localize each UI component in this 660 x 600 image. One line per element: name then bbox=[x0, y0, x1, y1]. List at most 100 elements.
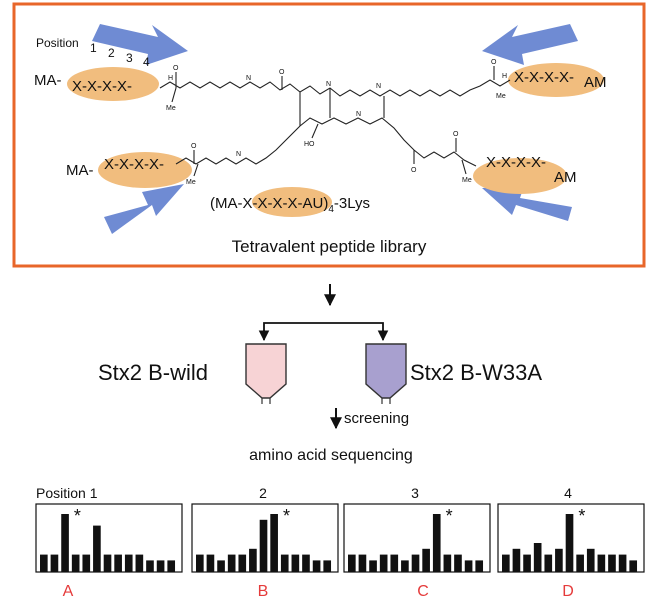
position-label: Position bbox=[36, 36, 79, 50]
position-number: 3 bbox=[126, 51, 133, 65]
histogram-bar bbox=[114, 554, 122, 572]
significance-marker: * bbox=[446, 506, 453, 526]
motif-ellipse bbox=[67, 67, 159, 101]
histogram-panels: Position 1*A2*B3*C4*D bbox=[35, 485, 645, 600]
histogram-bar bbox=[227, 554, 236, 572]
formula-suffix: -AU) bbox=[298, 195, 329, 212]
histogram-header: 3 bbox=[411, 485, 419, 501]
atom-label: O bbox=[453, 131, 459, 138]
arm-motif: X-X-X-X- bbox=[514, 69, 574, 86]
formula-prefix: (MA- bbox=[210, 195, 243, 212]
histogram-bar bbox=[259, 519, 268, 572]
atom-label: Me bbox=[462, 177, 472, 184]
histogram-bar bbox=[167, 560, 176, 572]
atom-label: H bbox=[168, 75, 173, 82]
histogram-bar bbox=[206, 554, 215, 572]
arrow-icon bbox=[92, 24, 188, 65]
motif-ellipse bbox=[252, 187, 332, 217]
histogram-bar bbox=[390, 554, 399, 572]
column-wild bbox=[245, 343, 287, 404]
histogram-bar bbox=[512, 548, 521, 572]
histogram-panel: 4 * D bbox=[497, 485, 645, 600]
histogram-bar bbox=[618, 554, 627, 572]
histogram-bar bbox=[312, 560, 321, 572]
histogram-bar bbox=[533, 543, 542, 572]
motif-ellipse bbox=[473, 158, 567, 194]
histogram-bar bbox=[146, 560, 154, 572]
svg-text:(MA-X-X-X-X-AU)4-3Lys: (MA-X-X-X-X-AU)4-3Lys bbox=[210, 195, 370, 215]
target-label-w33a: Stx2 B-W33A bbox=[410, 360, 542, 385]
atom-labels: Me Me Me Me O O O O O O HO N N N N N H H bbox=[166, 59, 507, 186]
histogram-bar bbox=[124, 554, 133, 572]
formula-subscript: 4 bbox=[328, 204, 334, 215]
arrow-icon bbox=[104, 184, 184, 234]
histogram-bar bbox=[196, 554, 204, 572]
atom-label: N bbox=[356, 111, 361, 118]
histogram-bar bbox=[629, 560, 638, 572]
library-frame bbox=[12, 2, 646, 268]
histogram-header: Position 1 bbox=[36, 485, 98, 501]
split-arrow bbox=[263, 322, 384, 338]
histogram-header: 4 bbox=[564, 485, 572, 501]
histogram-bar bbox=[411, 554, 420, 572]
significance-marker: * bbox=[578, 506, 585, 526]
atom-label: Me bbox=[496, 93, 506, 100]
histogram-bar bbox=[270, 514, 278, 572]
lysine-scaffold-structure bbox=[159, 66, 511, 177]
library-formula: (MA-X-X-X-X-AU)4-3Lys bbox=[210, 195, 370, 215]
atom-label: Me bbox=[186, 179, 196, 186]
motif-ellipse bbox=[508, 63, 604, 97]
histogram-bar bbox=[238, 554, 247, 572]
arm-suffix: AM bbox=[584, 74, 607, 91]
atom-label: N bbox=[246, 75, 251, 82]
histogram-bar bbox=[302, 554, 310, 572]
histogram-bar bbox=[555, 548, 563, 572]
histogram-bar bbox=[432, 514, 441, 572]
position-number: 1 bbox=[90, 41, 97, 55]
histogram-bar bbox=[71, 554, 80, 572]
screening-label: screening bbox=[344, 410, 409, 427]
histogram-bar bbox=[443, 554, 452, 572]
position-number: 2 bbox=[108, 46, 115, 60]
histogram-bar bbox=[50, 554, 59, 572]
atom-label: H bbox=[502, 73, 507, 80]
panel-letter: B bbox=[258, 583, 269, 600]
atom-label: O bbox=[491, 59, 497, 66]
histogram-bar bbox=[217, 560, 225, 572]
formula-tail: -3Lys bbox=[334, 195, 370, 212]
position-header: Position 1 2 3 4 bbox=[36, 36, 150, 69]
atom-label: N bbox=[376, 83, 381, 90]
atom-label: N bbox=[326, 81, 331, 88]
atom-label: O bbox=[411, 167, 417, 174]
atom-label: HO bbox=[304, 141, 315, 148]
histogram-bar bbox=[280, 554, 289, 572]
arrow-icon bbox=[482, 24, 578, 65]
target-label-wild: Stx2 B-wild bbox=[98, 360, 208, 385]
arm-motif: X-X-X-X- bbox=[104, 156, 164, 173]
histogram-bar bbox=[249, 548, 257, 572]
panel-letter: D bbox=[562, 583, 574, 600]
panel-letter: A bbox=[63, 583, 74, 600]
histogram-bar bbox=[576, 554, 584, 572]
column-wild-body bbox=[245, 343, 287, 399]
histogram-bar bbox=[156, 560, 165, 572]
histogram-bar bbox=[565, 514, 574, 572]
histogram-bar bbox=[348, 554, 356, 572]
histogram-bar bbox=[401, 560, 409, 572]
arm-prefix: MA- bbox=[34, 72, 62, 89]
library-caption: Tetravalent peptide library bbox=[232, 237, 427, 256]
histogram-bar bbox=[82, 554, 91, 572]
arm-motif: X-X-X-X- bbox=[72, 78, 132, 95]
histogram-bar bbox=[291, 554, 300, 572]
histogram-bar bbox=[40, 554, 48, 572]
motif-ellipses bbox=[67, 63, 604, 217]
sequencing-label: amino acid sequencing bbox=[249, 447, 413, 464]
histogram-bar bbox=[93, 525, 101, 572]
histogram-bar bbox=[597, 554, 606, 572]
position-number: 4 bbox=[143, 55, 150, 69]
motif-ellipse bbox=[98, 152, 192, 188]
arm-motif: X-X-X-X- bbox=[486, 154, 546, 171]
histogram-bar bbox=[369, 560, 377, 572]
histogram-bar bbox=[464, 560, 473, 572]
histogram-bar bbox=[502, 554, 510, 572]
